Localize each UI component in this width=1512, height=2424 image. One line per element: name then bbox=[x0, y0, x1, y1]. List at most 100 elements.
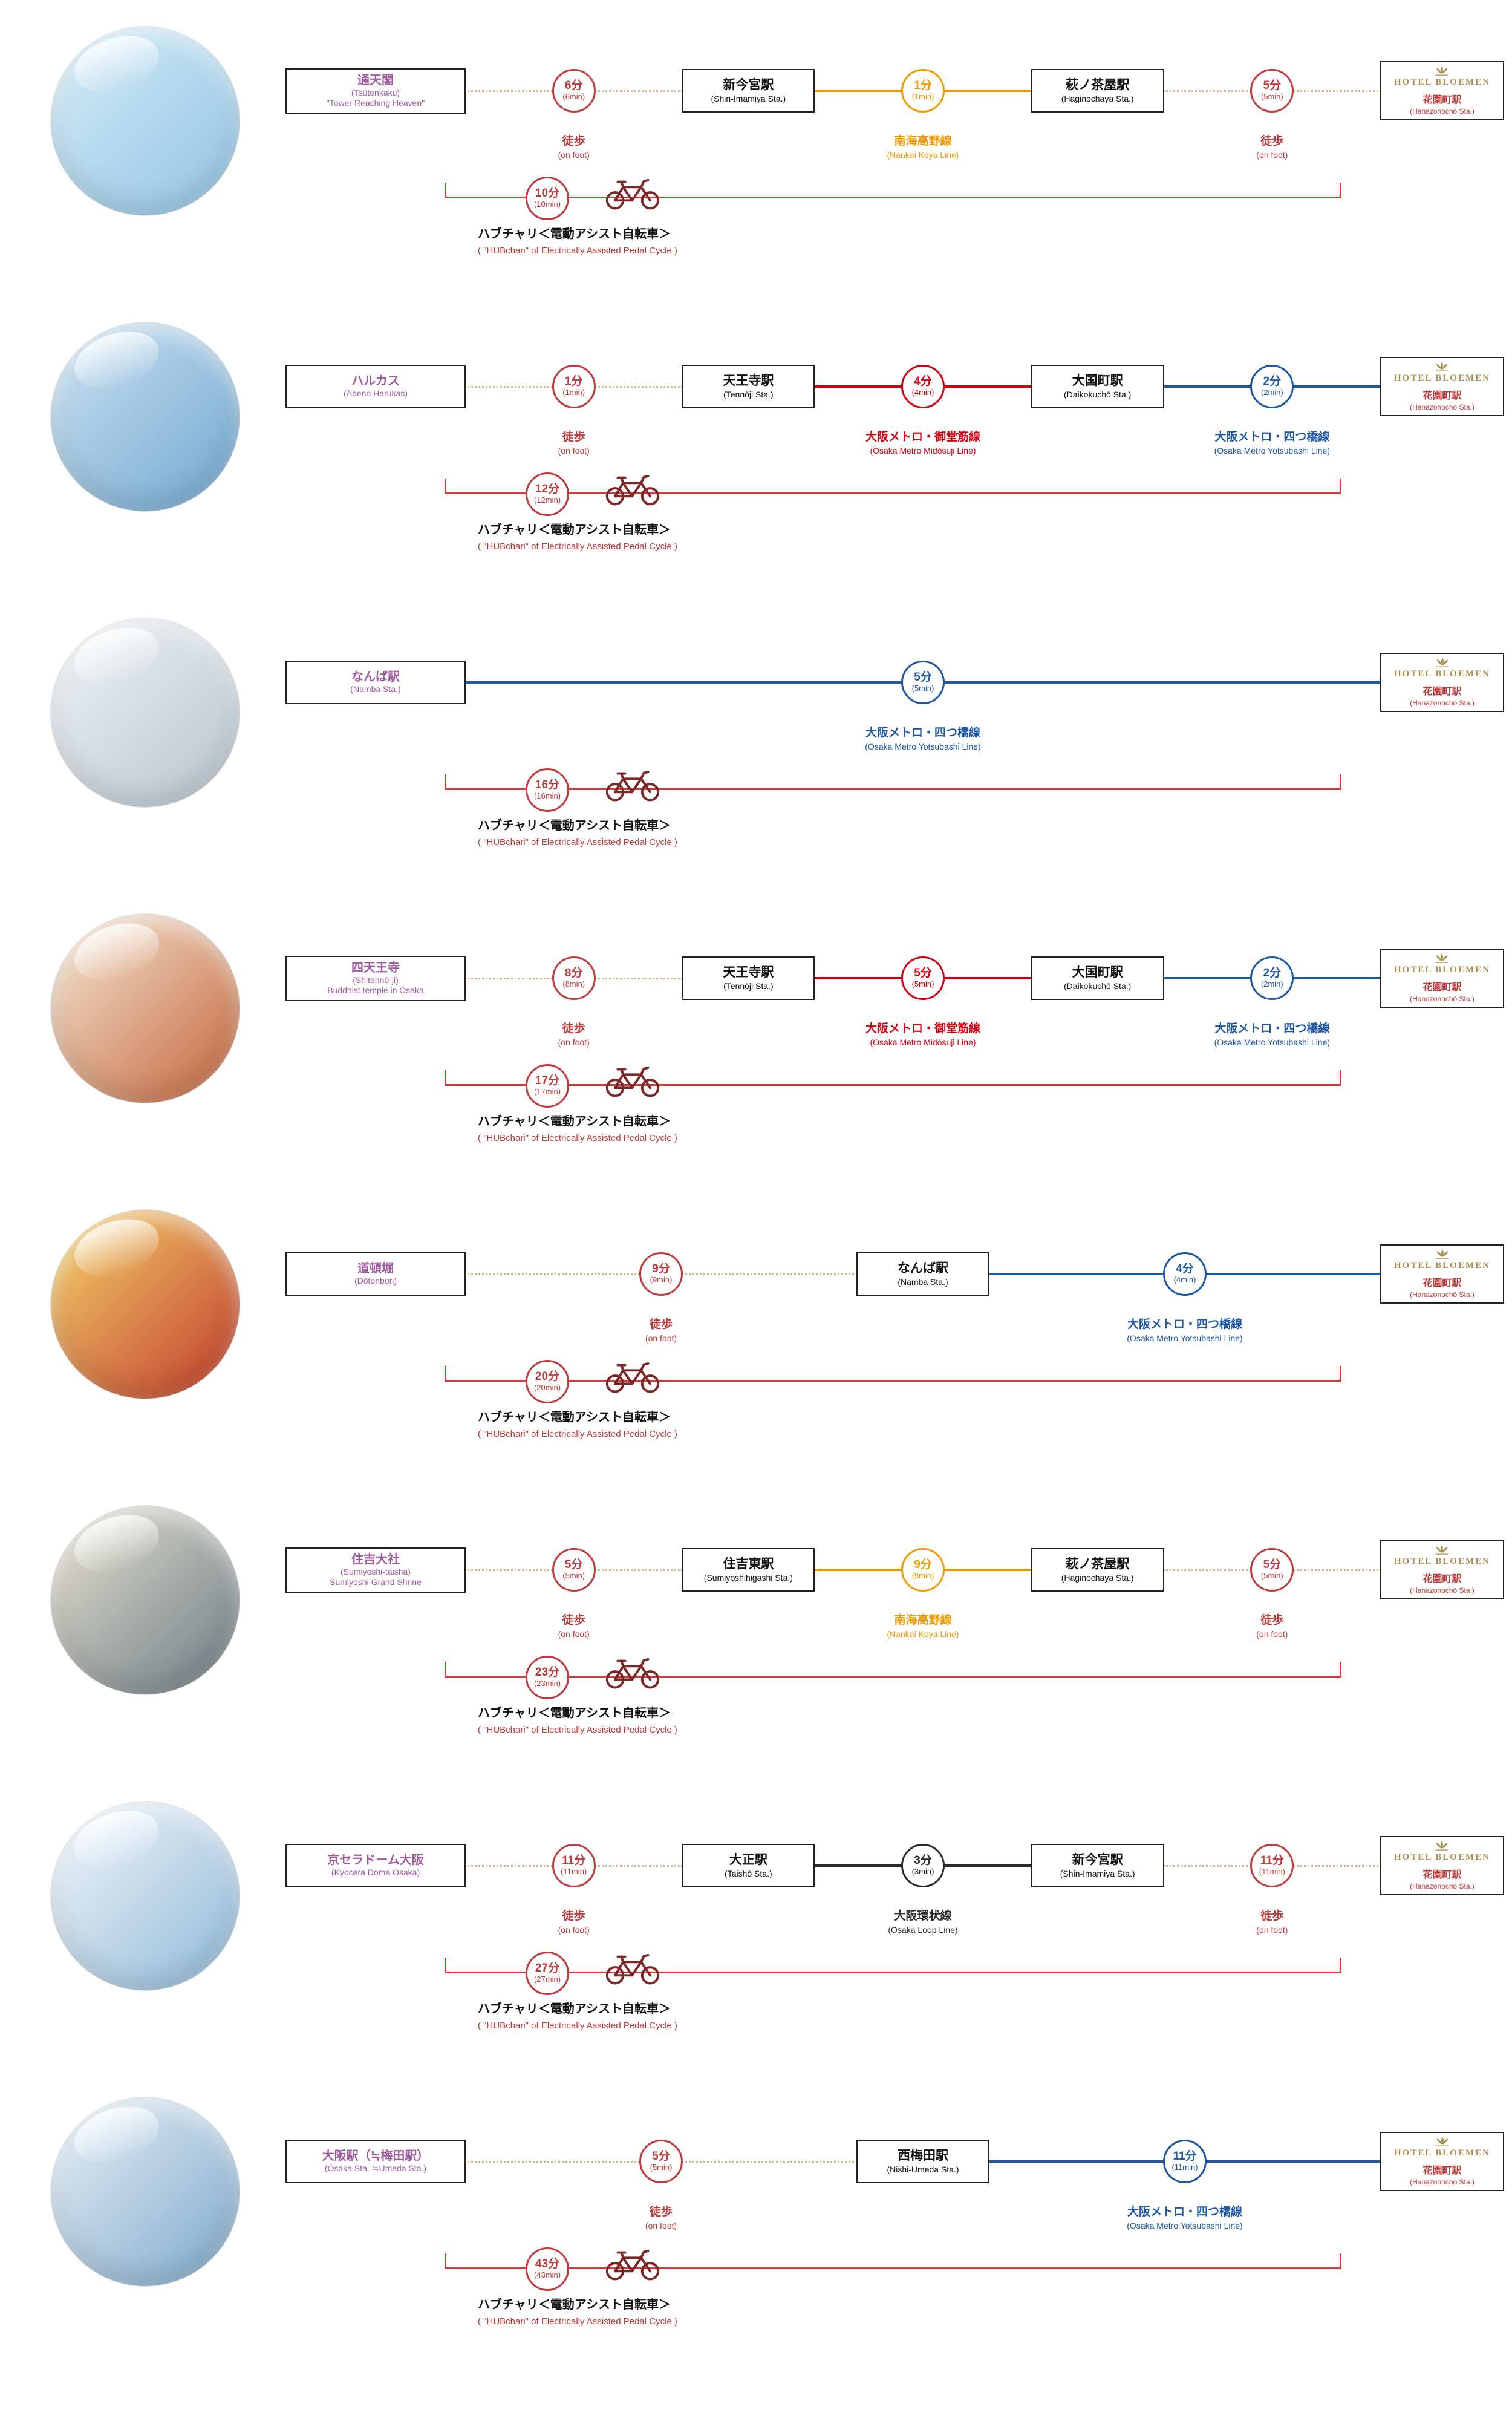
walk-segment: 1分(1min)徒歩(on foot) bbox=[464, 326, 683, 456]
travel-time-badge: 9分(9min) bbox=[639, 1252, 683, 1296]
line-name-label: 大阪メトロ・四つ橋線(Osaka Metro Yotsubashi Line) bbox=[1128, 430, 1416, 456]
time-jp: 8分 bbox=[564, 967, 583, 980]
line-name-label: 大阪メトロ・四つ橋線(Osaka Metro Yotsubashi Line) bbox=[1128, 1022, 1416, 1048]
landmark-box: なんば駅(Namba Sta.) bbox=[285, 661, 466, 704]
travel-time-badge: 4分(4min) bbox=[901, 365, 945, 408]
travel-time-badge: 8分(8min) bbox=[552, 956, 596, 1000]
line-name-jp: 南海高野線 bbox=[894, 1614, 952, 1627]
bicycle-icon bbox=[605, 2246, 660, 2282]
route-main-line: 道頓堀(Dōtonbori)9分(9min)徒歩(on foot)なんば駅(Na… bbox=[285, 1214, 1504, 1343]
bike-time-jp: 10分 bbox=[535, 187, 560, 200]
landmark-subtitle: Sumiyoshi Grand Shrine bbox=[330, 1577, 422, 1587]
route-main-line: 京セラドーム大阪(Kyocera Dome Osaka)11分(11min)徒歩… bbox=[285, 1805, 1504, 1935]
station-name-en: (Sumiyoshihigashi Sta.) bbox=[703, 1572, 793, 1583]
bike-time-badge: 20分(20min) bbox=[526, 1360, 569, 1403]
hubchari-labels: ハブチャリ＜電動アシスト自転車＞( "HUBchari" of Electric… bbox=[478, 1410, 677, 1440]
time-en: (2min) bbox=[1260, 388, 1283, 397]
station-name-en: (Haginochaya Sta.) bbox=[1061, 93, 1134, 103]
walk-label-jp: 徒歩 bbox=[1260, 1614, 1284, 1627]
station-box: 住吉東駅(Sumiyoshihigashi Sta.) bbox=[682, 1548, 815, 1592]
travel-time-badge: 2分(2min) bbox=[1250, 365, 1294, 408]
travel-time-badge: 9分(9min) bbox=[901, 1548, 945, 1592]
landmark-photo-abeno-harukas bbox=[51, 322, 240, 511]
walk-label-en: (on foot) bbox=[558, 1924, 590, 1935]
walk-segment: 6分(6min)徒歩(on foot) bbox=[464, 30, 683, 160]
time-en: (5min) bbox=[650, 2163, 673, 2172]
bike-time-en: (17min) bbox=[533, 1087, 561, 1097]
line-name-jp: 大阪環状線 bbox=[894, 1910, 952, 1923]
line-name-jp: 大阪メトロ・四つ橋線 bbox=[1127, 2206, 1242, 2218]
hotel-name: HOTEL BLOEMEN bbox=[1394, 77, 1490, 88]
bicycle-icon bbox=[605, 1655, 660, 1691]
hotel-name: HOTEL BLOEMEN bbox=[1394, 669, 1490, 679]
travel-time-badge: 5分(5min) bbox=[901, 661, 945, 704]
bike-time-en: (10min) bbox=[533, 200, 561, 209]
hubchari-labels: ハブチャリ＜電動アシスト自転車＞( "HUBchari" of Electric… bbox=[478, 1114, 677, 1145]
time-en: (1min) bbox=[562, 388, 585, 397]
hotel-flower-icon bbox=[1433, 1840, 1451, 1851]
bike-route-bracket bbox=[445, 1070, 1341, 1086]
station-name-en: (Shin-Imamiya Sta.) bbox=[711, 93, 786, 103]
station-box: なんば駅(Namba Sta.) bbox=[856, 1252, 989, 1296]
hubchari-label-jp: ハブチャリ＜電動アシスト自転車＞ bbox=[478, 2002, 671, 2016]
route-rows-container: 通天閣(Tsūtenkaku)"Tower Reaching Heaven"6分… bbox=[0, 0, 1512, 2367]
station-name-en: (Haginochaya Sta.) bbox=[1061, 1572, 1134, 1583]
train-segment-yotsubashi: 4分(4min)大阪メトロ・四つ橋線(Osaka Metro Yotsubash… bbox=[988, 1214, 1381, 1343]
walk-label-en: (on foot) bbox=[645, 1333, 677, 1343]
line-name-en: (Osaka Metro Midōsuji Line) bbox=[870, 1037, 976, 1047]
walk-label: 徒歩 (on foot) bbox=[429, 2205, 893, 2231]
landmark-name-en: (Namba Sta.) bbox=[350, 684, 401, 694]
line-name-en: (Osaka Metro Midōsuji Line) bbox=[870, 445, 976, 456]
walk-label-jp: 徒歩 bbox=[562, 1022, 585, 1035]
time-jp: 2分 bbox=[1263, 375, 1282, 388]
bike-time-jp: 23分 bbox=[535, 1666, 560, 1679]
hotel-station-jp: 花園町駅 bbox=[1422, 1278, 1462, 1289]
hubchari-label-en: ( "HUBchari" of Electrically Assisted Pe… bbox=[478, 541, 677, 552]
bike-time-en: (12min) bbox=[533, 495, 561, 505]
walk-label: 徒歩(on foot) bbox=[429, 1909, 718, 1935]
station-box: 萩ノ茶屋駅(Haginochaya Sta.) bbox=[1031, 1548, 1164, 1592]
station-name-jp: 住吉東駅 bbox=[723, 1557, 774, 1571]
station-box: 天王寺駅(Tennōji Sta.) bbox=[682, 365, 815, 408]
bike-time-badge: 23分(23min) bbox=[526, 1656, 569, 1699]
landmark-photo-tsutenkaku bbox=[51, 27, 240, 215]
hotel-station-en: (Hanazonochō Sta.) bbox=[1410, 698, 1475, 707]
travel-time-badge: 1分(1min) bbox=[552, 365, 596, 408]
time-en: (5min) bbox=[562, 1571, 585, 1581]
hubchari-label-en: ( "HUBchari" of Electrically Assisted Pe… bbox=[478, 837, 677, 848]
walk-label-jp: 徒歩 bbox=[562, 1614, 585, 1627]
walk-label-en: (on foot) bbox=[1256, 1629, 1288, 1639]
hotel-station-jp: 花園町駅 bbox=[1422, 95, 1462, 106]
bike-time-badge: 17分(17min) bbox=[526, 1064, 569, 1108]
hotel-name: HOTEL BLOEMEN bbox=[1394, 373, 1490, 384]
landmark-subtitle: "Tower Reaching Heaven" bbox=[326, 98, 425, 108]
station-box: 新今宮駅(Shin-Imamiya Sta.) bbox=[1031, 1844, 1164, 1887]
walk-label: 徒歩(on foot) bbox=[1128, 134, 1416, 160]
walk-label-jp: 徒歩 bbox=[1260, 1910, 1284, 1923]
bike-time-jp: 12分 bbox=[535, 483, 560, 496]
time-jp: 5分 bbox=[914, 967, 932, 980]
walk-label-en: (on foot) bbox=[645, 2220, 677, 2230]
hubchari-label-en: ( "HUBchari" of Electrically Assisted Pe… bbox=[478, 246, 677, 256]
travel-time-badge: 5分(5min) bbox=[639, 2140, 683, 2183]
station-name-jp: 萩ノ茶屋駅 bbox=[1066, 77, 1130, 92]
walk-segment: 9分(9min)徒歩(on foot) bbox=[464, 1214, 858, 1343]
hotel-flower-icon bbox=[1433, 2136, 1452, 2147]
hotel-flower-icon bbox=[1433, 1544, 1451, 1555]
walk-label: 徒歩(on foot) bbox=[1128, 1909, 1416, 1935]
walk-label-jp: 徒歩 bbox=[562, 431, 585, 443]
train-segment-yotsubashi: 2分(2min)大阪メトロ・四つ橋線(Osaka Metro Yotsubash… bbox=[1162, 326, 1381, 456]
bike-time-jp: 16分 bbox=[535, 779, 560, 792]
time-jp: 2分 bbox=[1263, 967, 1282, 980]
walk-segment: 5分(5min)徒歩(on foot) bbox=[464, 1509, 683, 1639]
walk-label-jp: 徒歩 bbox=[649, 2206, 673, 2218]
hotel-station-en: (Hanazonochō Sta.) bbox=[1410, 994, 1475, 1003]
hubchari-labels: ハブチャリ＜電動アシスト自転車＞( "HUBchari" of Electric… bbox=[478, 2001, 677, 2032]
hubchari-label-en: ( "HUBchari" of Electrically Assisted Pe… bbox=[478, 2316, 677, 2327]
walk-label-en: (on foot) bbox=[1256, 1924, 1288, 1935]
station-name-en: (Tennōji Sta.) bbox=[723, 981, 774, 991]
station-name-jp: 大国町駅 bbox=[1072, 373, 1123, 388]
train-segment-yotsubashi: 11分(11min)大阪メトロ・四つ橋線(Osaka Metro Yotsuba… bbox=[988, 2101, 1381, 2230]
bike-time-jp: 43分 bbox=[535, 2258, 560, 2271]
